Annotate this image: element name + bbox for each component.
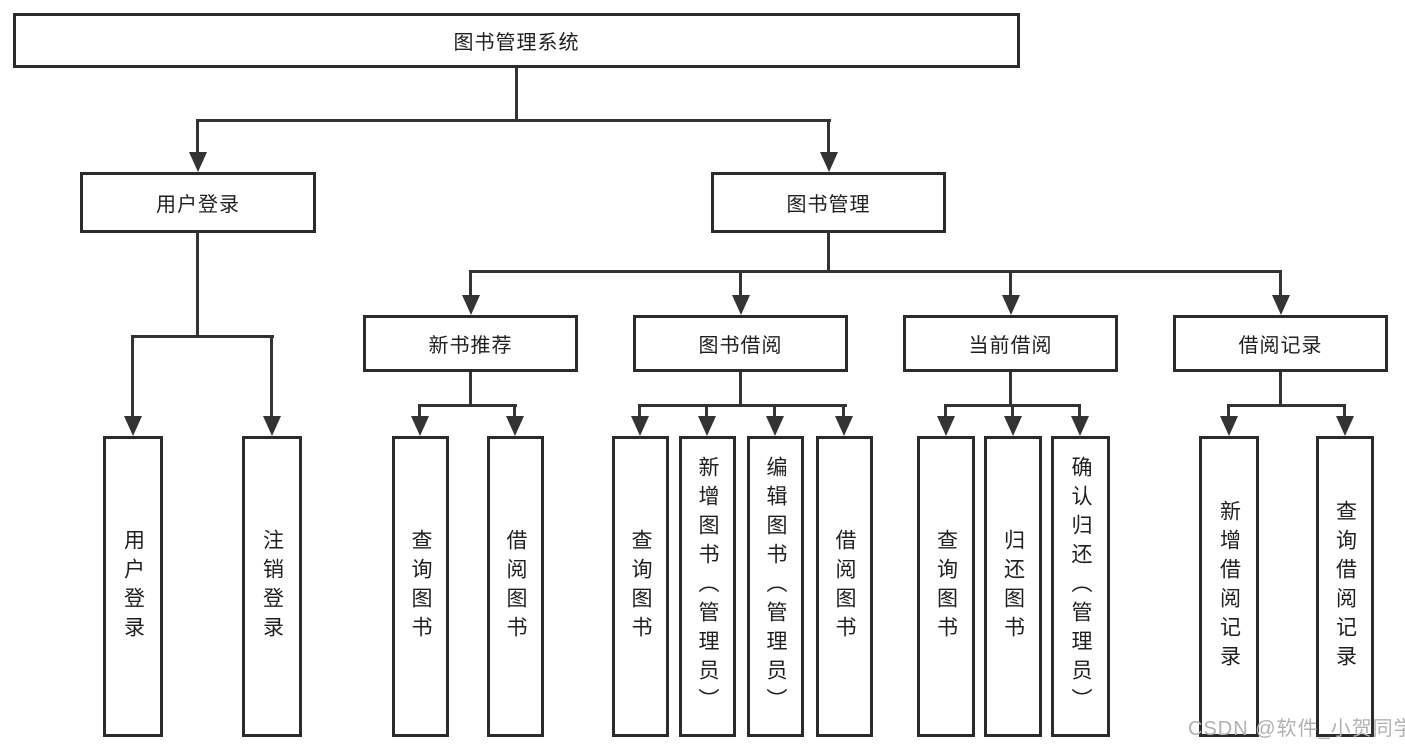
node-label: 新书推荐: [428, 335, 513, 357]
leaf-add-borrow-record: 新增借阅记录: [1199, 436, 1259, 737]
leaf-label: 查询图书: [934, 528, 958, 645]
node-label: 图书管理系统: [453, 32, 580, 54]
connector-user-login-bar: [131, 335, 274, 338]
connector-stem-leaf: [1011, 404, 1014, 418]
node-book-borrowing: 图书借阅: [633, 315, 848, 372]
leaf-label: 确认归还（管理员）: [1069, 456, 1092, 717]
connector-stem-leaf: [1078, 404, 1081, 418]
connector-stem-leaf: [842, 404, 845, 418]
connector-new-book-stem: [469, 372, 472, 407]
leaf-label: 新增借阅记录: [1217, 499, 1241, 674]
node-label: 当前借阅: [968, 335, 1053, 357]
connector-arrowhead-leaf: [937, 416, 955, 436]
connector-stem-leaf: [638, 404, 641, 418]
connector-stem-leaf: [705, 404, 708, 418]
connector-stem-user-login: [196, 119, 199, 153]
leaf-logout: 注销登录: [242, 436, 302, 737]
connector-arrowhead-leaf-user-login: [124, 416, 142, 436]
connector-book-borrowing-stem2: [739, 372, 742, 407]
node-borrowing-records: 借阅记录: [1173, 315, 1388, 372]
connector-stem-leaf: [1227, 404, 1230, 418]
leaf-label: 查询图书: [629, 528, 652, 645]
connector-arrowhead-book-management: [820, 152, 838, 172]
connector-arrowhead-user-login: [189, 152, 207, 172]
node-label: 图书管理: [786, 194, 871, 216]
leaf-label: 借阅图书: [504, 528, 527, 645]
connector-arrowhead-leaf: [698, 416, 716, 436]
leaf-label: 编辑图书（管理员）: [764, 456, 787, 717]
connector-stem-leaf: [1343, 404, 1346, 418]
watermark: CSDN @软件_小贺同学: [1188, 718, 1405, 740]
connector-stem-new-book: [469, 270, 472, 297]
connector-new-book-bar: [419, 404, 517, 407]
connector-arrowhead-new-book: [462, 295, 480, 315]
leaf-label: 借阅图书: [833, 528, 856, 645]
connector-stem-current-borrowing: [1009, 270, 1012, 297]
leaf-label: 归还图书: [1001, 528, 1025, 645]
node-user-login: 用户登录: [80, 172, 316, 233]
connector-arrowhead-leaf: [1336, 416, 1354, 436]
leaf-query-books-recommend: 查询图书: [392, 436, 449, 737]
connector-arrowhead-leaf: [1004, 416, 1022, 436]
leaf-borrow-books-recommend: 借阅图书: [487, 436, 544, 737]
leaf-user-login: 用户登录: [103, 436, 163, 737]
leaf-query-borrow-record: 查询借阅记录: [1316, 436, 1374, 737]
connector-arrowhead-leaf: [506, 416, 524, 436]
leaf-query-books-borrowing: 查询图书: [612, 436, 669, 737]
connector-stem-leaf-logout: [270, 335, 273, 417]
connector-stem-leaf: [773, 404, 776, 418]
connector-book-management-stem: [827, 231, 830, 273]
connector-stem-book-borrowing: [739, 270, 742, 297]
connector-arrowhead-leaf: [835, 416, 853, 436]
node-current-borrowing: 当前借阅: [903, 315, 1118, 372]
connector-arrowhead-leaf: [1071, 416, 1089, 436]
connector-current-borrowing-stem2: [1009, 372, 1012, 407]
connector-stem-leaf: [418, 404, 421, 418]
leaf-confirm-return-admin: 确认归还（管理员）: [1051, 436, 1110, 737]
node-label: 用户登录: [156, 194, 240, 216]
leaf-query-books-current: 查询图书: [917, 436, 975, 737]
connector-stem-leaf: [944, 404, 947, 418]
node-book-management: 图书管理: [711, 172, 946, 233]
connector-arrowhead-leaf: [411, 416, 429, 436]
connector-root-stem: [515, 68, 518, 122]
leaf-borrow-books-borrowing: 借阅图书: [816, 436, 873, 737]
connector-arrowhead-leaf-logout: [263, 416, 281, 436]
connector-stem-book-management: [827, 119, 830, 153]
connector-user-login-stem: [196, 231, 199, 337]
leaf-label: 新增图书（管理员）: [696, 456, 719, 717]
connector-stem-leaf-user-login: [131, 335, 134, 417]
leaf-label: 用户登录: [121, 528, 145, 645]
connector-arrowhead-leaf: [766, 416, 784, 436]
connector-level2-bar: [196, 119, 831, 122]
connector-arrowhead-borrowing-records: [1272, 295, 1290, 315]
connector-stem-borrowing-records: [1279, 270, 1282, 297]
node-label: 借阅记录: [1238, 335, 1323, 357]
leaf-label: 注销登录: [260, 528, 284, 645]
leaf-edit-books-admin: 编辑图书（管理员）: [747, 436, 804, 737]
node-new-book-recommendation: 新书推荐: [363, 315, 578, 372]
node-label: 图书借阅: [698, 335, 783, 357]
leaf-label: 查询图书: [409, 528, 432, 645]
connector-arrowhead-leaf: [1220, 416, 1238, 436]
connector-arrowhead-leaf: [631, 416, 649, 436]
node-library-management-system: 图书管理系统: [13, 13, 1020, 68]
connector-borrowing-records-bar: [1228, 404, 1346, 407]
connector-book-borrowing-bar: [639, 404, 847, 407]
connector-arrowhead-current-borrowing: [1002, 295, 1020, 315]
connector-level3-bar: [469, 270, 1282, 273]
connector-arrowhead-book-borrowing: [732, 295, 750, 315]
leaf-return-books: 归还图书: [984, 436, 1042, 737]
leaf-add-books-admin: 新增图书（管理员）: [679, 436, 736, 737]
connector-stem-leaf: [513, 404, 516, 418]
leaf-label: 查询借阅记录: [1333, 499, 1357, 674]
connector-borrowing-records-stem2: [1279, 372, 1282, 407]
